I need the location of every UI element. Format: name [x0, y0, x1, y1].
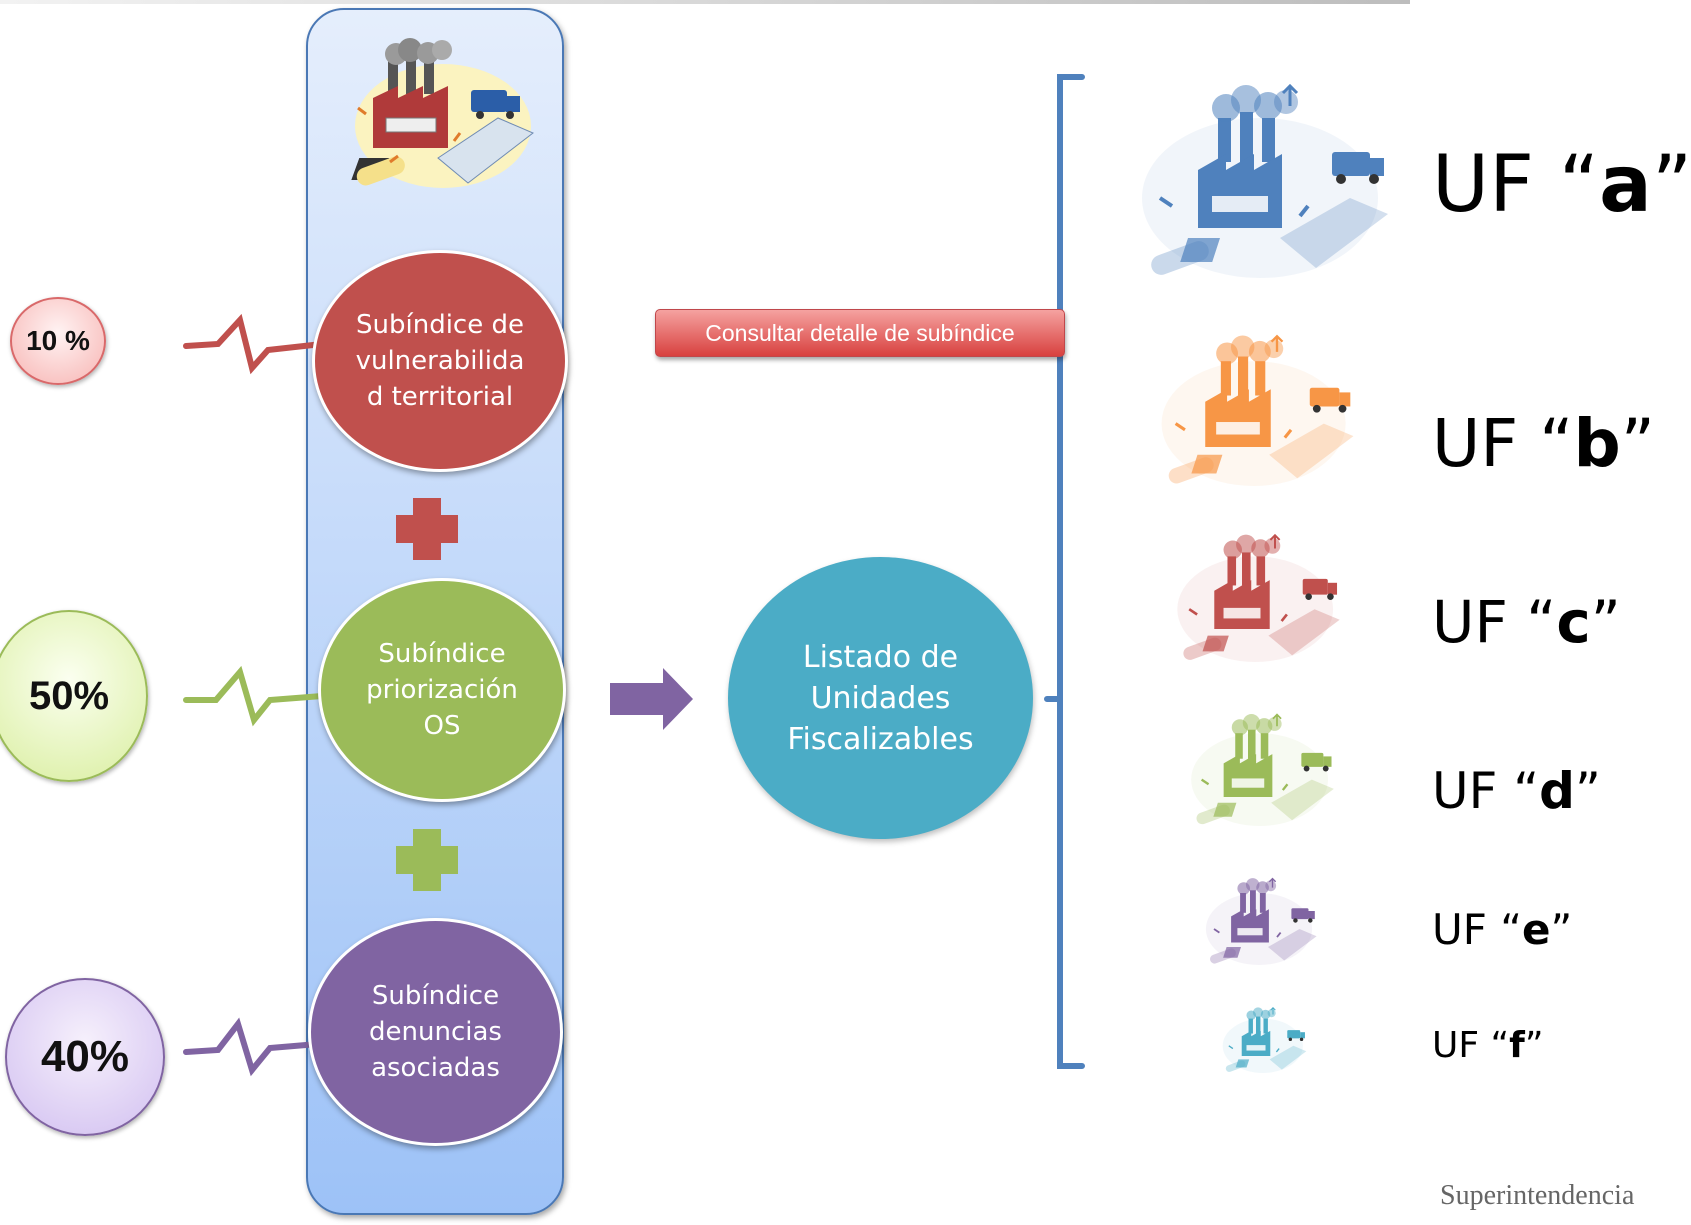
factory-unit-icon-d	[1191, 713, 1334, 826]
unit-label-b: UF “b”	[1432, 405, 1655, 482]
unit-prefix-d: UF	[1432, 762, 1514, 820]
squiggle-connector-vulnerability	[183, 313, 325, 375]
flow-arrow	[610, 668, 693, 730]
factory-unit-icon-f	[1222, 1006, 1307, 1073]
squiggle-connector-complaints	[183, 1017, 321, 1077]
weight-label-priority: 50%	[28, 673, 110, 718]
subindex-vulnerability-label: Subíndice de vulnerabilida d territorial	[355, 310, 525, 412]
weight-bubble-priority: 50%	[0, 610, 148, 782]
plus-sign-red	[401, 470, 457, 498]
top-divider	[0, 0, 1410, 4]
unit-prefix-f: UF	[1432, 1025, 1491, 1066]
footer-line1: Superintendencia	[1440, 1180, 1635, 1211]
result-list-circle: Listado de Unidades Fiscalizables	[728, 557, 1033, 839]
factory-unit-icon-b	[1161, 334, 1354, 486]
units-bracket	[1044, 74, 1085, 1069]
unit-prefix-c: UF	[1432, 588, 1527, 656]
unit-letter-a: a	[1599, 140, 1652, 230]
unit-letter-c: c	[1556, 588, 1591, 656]
unit-prefix-e: UF	[1432, 905, 1501, 954]
weight-bubble-complaints: 40%	[5, 978, 165, 1136]
unit-label-e: UF “e”	[1432, 905, 1573, 954]
unit-letter-b: b	[1573, 405, 1621, 482]
weight-label-complaints: 40%	[40, 1032, 130, 1081]
factory-unit-icon-c	[1177, 533, 1340, 662]
factory-main-icon	[351, 38, 534, 188]
unit-label-a: UF “a”	[1432, 140, 1691, 230]
squiggle-connector-priority	[183, 665, 325, 727]
weight-label-vulnerability: 10 %	[26, 325, 90, 356]
unit-letter-d: d	[1539, 762, 1575, 820]
factory-unit-icon-e	[1205, 877, 1317, 965]
subindex-complaints-circle: Subíndice denuncias asociadas	[308, 918, 563, 1146]
subindex-priority-label: Subíndice priorización OS	[366, 639, 518, 741]
subindex-complaints-label: Subíndice denuncias asociadas	[369, 981, 502, 1083]
consult-detail-button-label: Consultar detalle de subíndice	[705, 319, 1015, 346]
footer-superintendencia: Superintendencia	[1440, 1180, 1634, 1212]
unit-label-f: UF “f”	[1432, 1025, 1544, 1066]
unit-letter-f: f	[1509, 1025, 1525, 1066]
plus-sign-red-horizontal	[396, 515, 458, 543]
unit-letter-e: e	[1522, 905, 1551, 954]
unit-label-d: UF “d”	[1432, 762, 1601, 820]
consult-detail-button[interactable]: Consultar detalle de subíndice	[655, 309, 1065, 357]
unit-prefix-b: UF	[1432, 405, 1540, 482]
weight-bubble-vulnerability: 10 %	[10, 297, 106, 385]
subindex-priority-circle: Subíndice priorización OS	[318, 578, 566, 802]
factory-unit-icon-a	[1142, 83, 1388, 278]
plus-sign-green-horizontal	[396, 846, 458, 874]
unit-prefix-a: UF	[1432, 140, 1559, 230]
result-list-label: Listado de Unidades Fiscalizables	[787, 639, 974, 757]
unit-label-c: UF “c”	[1432, 588, 1621, 656]
subindex-vulnerability-circle: Subíndice de vulnerabilida d territorial	[312, 250, 568, 472]
